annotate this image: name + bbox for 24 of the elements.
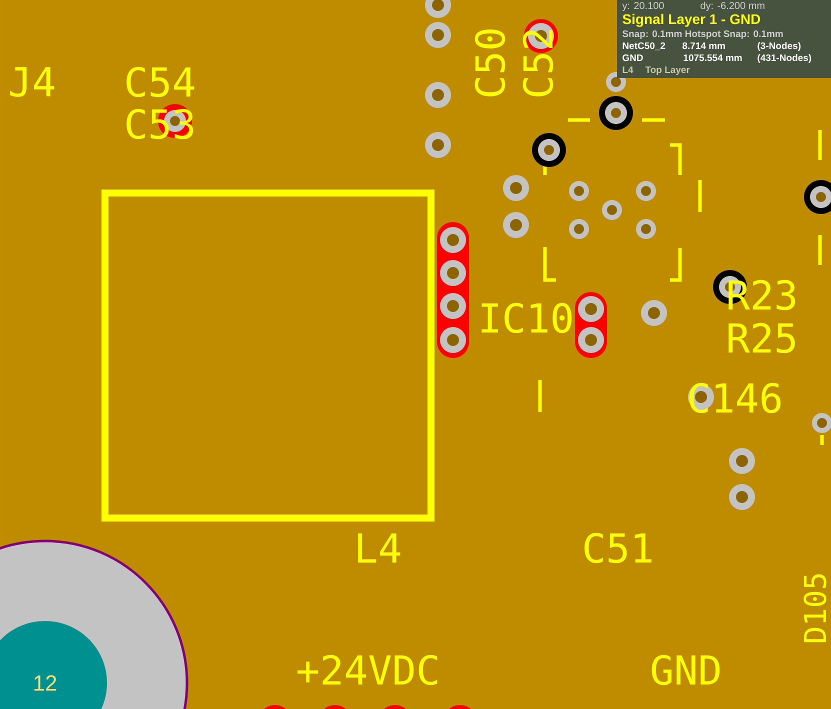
component-name: L4 [622, 66, 634, 73]
status-text: y: 20.100 [622, 2, 664, 12]
net-label: GND [652, 654, 720, 686]
component-label: R25 [728, 322, 795, 354]
component-label: C54 [126, 66, 194, 98]
pad-number: 12 [34, 675, 56, 691]
net-label: +24VDC [297, 654, 438, 686]
net-name: GND [622, 54, 643, 62]
status-text: dy: -6.200 mm [700, 2, 764, 12]
node-count: (431-Nodes) [758, 54, 812, 63]
component-label: C51 [584, 532, 652, 564]
net-name: NetC50_2 [622, 42, 666, 50]
node-count: (3-Nodes) [758, 42, 801, 51]
component-label: J4 [10, 67, 54, 97]
net-length: 8.714 mm [682, 42, 725, 50]
net-length: 1075.554 mm [684, 54, 742, 62]
status-text: Snap: 0.1mm Hotspot Snap: 0.1mm [622, 30, 783, 39]
component-label: IC10 [482, 302, 572, 334]
layer-name: Top Layer [645, 66, 690, 75]
component-label: D105 [804, 574, 826, 642]
component-label: C50 [474, 29, 506, 96]
component-label: L4 [358, 533, 400, 563]
layer-title: Signal Layer 1 - GND [622, 14, 760, 27]
component-label: C52 [522, 30, 554, 96]
